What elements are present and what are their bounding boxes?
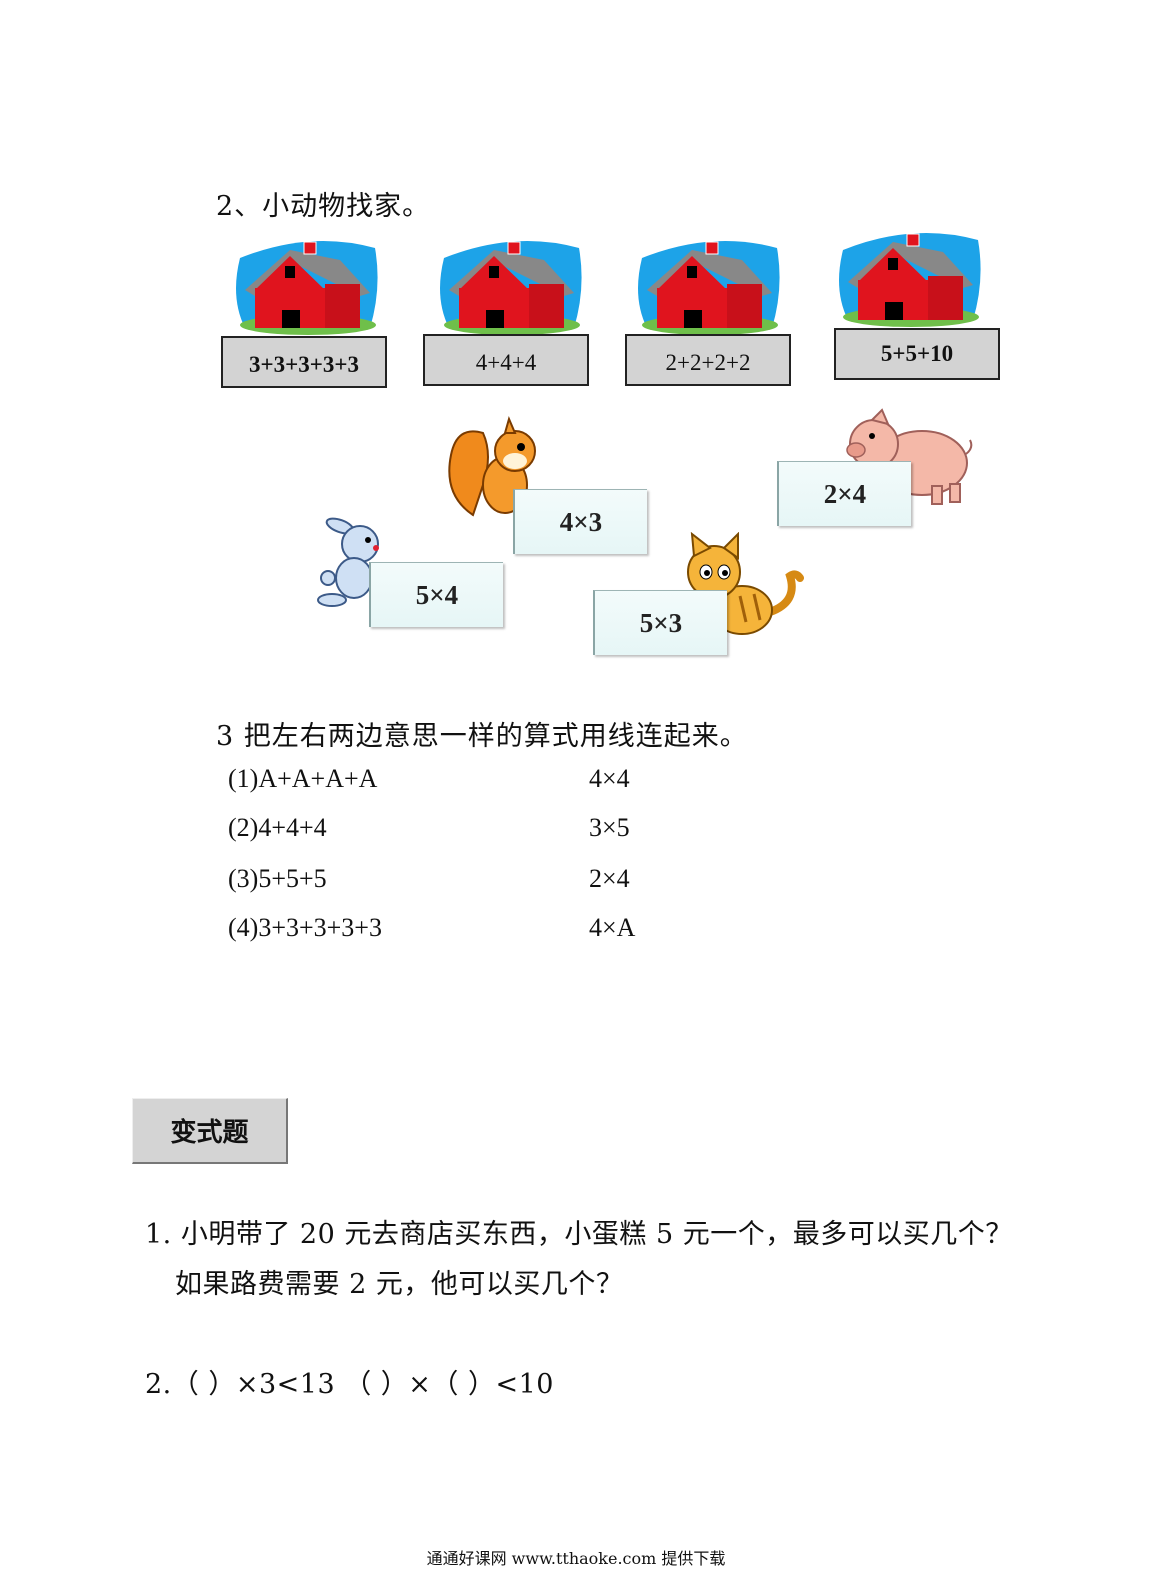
match-left-1[interactable]: (1)A+A+A+A: [228, 764, 378, 793]
page-footer: 通通好课网 www.tthaoke.com 提供下载: [426, 1549, 726, 1568]
pig-icon: [846, 408, 973, 505]
barn-icon: [839, 232, 981, 327]
house-label-1: 3+3+3+3+3: [221, 336, 387, 388]
barn-icon: [440, 240, 582, 335]
question-1-line-2: 如果路费需要 2 元，他可以买几个？: [175, 1269, 624, 1300]
match-right-4[interactable]: 4×A: [589, 913, 636, 942]
house-label-3: 2+2+2+2: [625, 334, 791, 386]
question-2: 2.（ ）×3<13 （ ）×（ ）<10: [145, 1369, 554, 1400]
match-left-3[interactable]: (3)5+5+5: [228, 864, 327, 893]
match-right-2[interactable]: 3×5: [589, 813, 630, 842]
section3-heading: 3 把左右两边意思一样的算式用线连起来。: [216, 721, 748, 752]
animal-card-rabbit[interactable]: 5×4: [369, 562, 503, 627]
rabbit-icon: [317, 517, 379, 607]
barn-icon: [638, 240, 780, 335]
variant-title: 变式题: [132, 1098, 288, 1164]
match-right-3[interactable]: 2×4: [589, 864, 630, 893]
barn-icon: [236, 240, 378, 335]
match-left-2[interactable]: (2)4+4+4: [228, 813, 327, 842]
animal-card-pig[interactable]: 2×4: [777, 461, 911, 526]
section2-heading: 2、小动物找家。: [216, 191, 431, 222]
animal-card-cat[interactable]: 5×3: [593, 590, 727, 655]
match-right-1[interactable]: 4×4: [589, 764, 630, 793]
animal-card-squirrel[interactable]: 4×3: [513, 489, 647, 554]
match-left-4[interactable]: (4)3+3+3+3+3: [228, 913, 382, 942]
house-label-2: 4+4+4: [423, 334, 589, 386]
house-label-4: 5+5+10: [834, 328, 1000, 380]
question-1-line-1: 1. 小明带了 20 元去商店买东西，小蛋糕 5 元一个，最多可以买几个？: [145, 1219, 1013, 1250]
